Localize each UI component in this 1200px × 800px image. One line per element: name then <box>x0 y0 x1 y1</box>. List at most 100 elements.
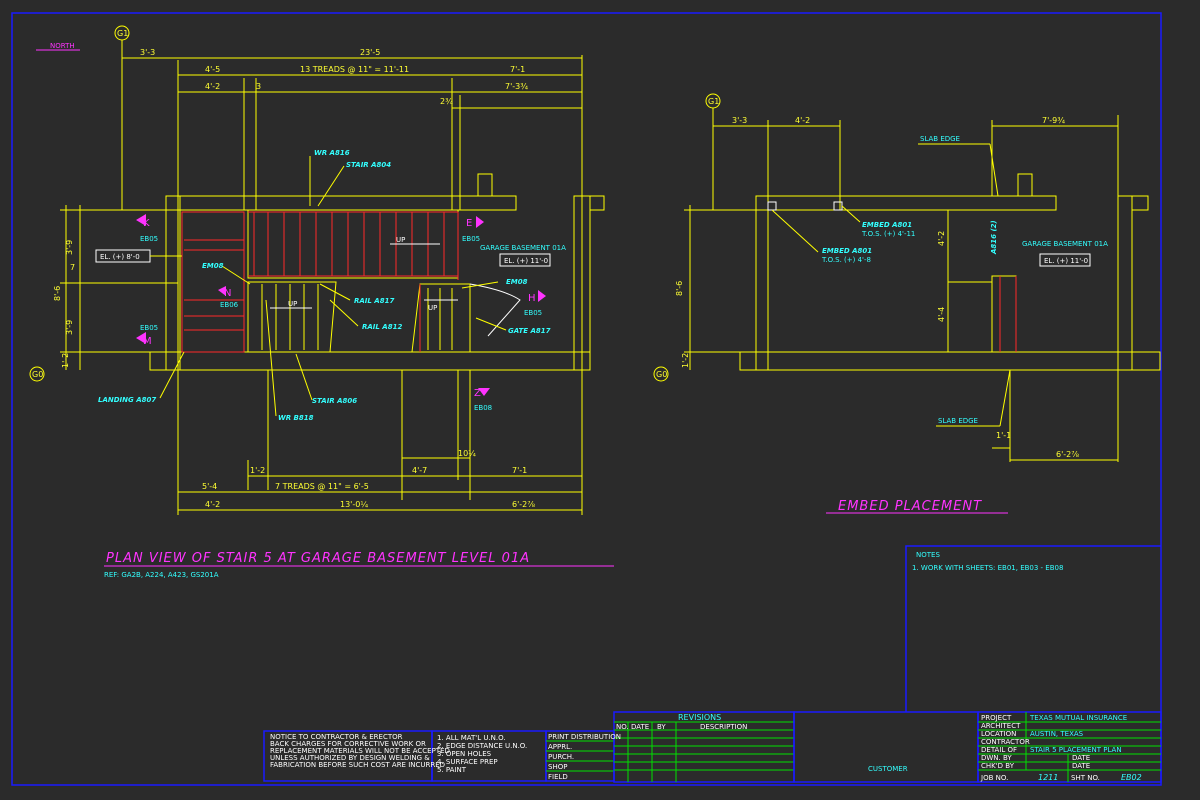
rev-col: DATE <box>631 723 649 731</box>
dim-text: 7'-1 <box>512 466 527 475</box>
sheet-border <box>11 12 1162 786</box>
job-label: JOB NO. <box>980 774 1008 782</box>
callout-landing: LANDING A807 <box>98 396 156 404</box>
job-number: 1211 <box>1038 773 1058 782</box>
embed-placement-view: G1 G0 3'-3 4'-2 7'-9¾ SLAB EDGE 8'-6 1'-… <box>653 93 1161 514</box>
slab-edge-label: SLAB EDGE <box>920 135 960 143</box>
title-block: NOTICE TO CONTRACTOR & ERECTOR BACK CHAR… <box>263 711 1162 783</box>
section-n: N <box>224 288 231 299</box>
elevation-text: EL. (+) 8'-0 <box>100 253 140 261</box>
stair-flight-lower-left: UP <box>247 281 337 353</box>
callout-em: EM08 <box>202 262 224 270</box>
dim-text: 3 <box>256 82 261 91</box>
elevation-tag <box>1039 253 1091 267</box>
dim-text: 4'-5 <box>205 65 220 74</box>
embed-callout: EMBED A801 <box>822 247 872 255</box>
dim-text: 7'-3¾ <box>505 82 528 91</box>
sheet-number: EB02 <box>1121 773 1142 782</box>
embed-title: EMBED PLACEMENT <box>838 499 982 514</box>
callout-rail: RAIL A817 <box>354 297 394 305</box>
north-wall <box>755 195 1057 211</box>
section-ref: EB06 <box>220 301 239 309</box>
notes-heading: NOTES <box>916 551 940 559</box>
up-label: UP <box>428 304 437 312</box>
section-e: E <box>466 218 472 229</box>
north-wall <box>165 195 517 211</box>
dim-text: 7 <box>70 263 75 272</box>
callout-rail: RAIL A812 <box>362 323 402 331</box>
project-value: TEXAS MUTUAL INSURANCE <box>1029 714 1127 722</box>
landing <box>181 211 245 353</box>
field-label: DATE <box>1072 762 1090 770</box>
room-label: GARAGE BASEMENT 01A <box>480 244 566 252</box>
dim-text: 7'-9¾ <box>1042 116 1065 125</box>
spec-line: 1. ALL MAT'L U.N.O. <box>437 734 506 742</box>
grid-bubble-g0-left <box>29 366 45 382</box>
section-z: Z <box>474 388 481 399</box>
field-label: PROJECT <box>981 714 1012 722</box>
section-markers: K EB05 E EB05 N EB06 H EB05 M EB05 Z EB0… <box>136 214 546 412</box>
dim-text: 23'-5 <box>360 48 380 57</box>
plan-title: PLAN VIEW OF STAIR 5 AT GARAGE BASEMENT … <box>106 551 530 566</box>
dist-row: SHOP <box>548 763 567 771</box>
north-arrow: NORTH <box>36 42 80 51</box>
detail-value: STAIR 5 PLACEMENT PLAN <box>1030 746 1122 754</box>
dim-text: 1'-2 <box>681 353 690 368</box>
dim-text: 4'-2 <box>205 82 220 91</box>
notice-line: NOTICE TO CONTRACTOR & ERECTOR <box>270 733 403 741</box>
stair-flight-upper: UP <box>247 209 459 280</box>
customer-label: CUSTOMER <box>868 765 908 773</box>
callouts: WR A816 STAIR A804 EM08 RAIL A817 RAIL A… <box>98 149 551 422</box>
dim-text: 4'-2 <box>205 500 220 509</box>
section-ref: EB05 <box>140 324 158 332</box>
dim-text: 1'-2 <box>61 353 70 368</box>
plan-view: NORTH G1 G0 3'-3 23'-5 4'-5 13 TREADS @ … <box>29 25 614 579</box>
field-label: ARCHITECT <box>981 722 1021 730</box>
dist-row: APPRL. <box>548 743 572 751</box>
section-h: H <box>528 293 536 304</box>
dim-text: 7'-1 <box>510 65 525 74</box>
dim-text: 13 TREADS @ 11" = 11'-11 <box>300 65 409 74</box>
notice-line: FABRICATION BEFORE SUCH COST ARE INCURRE… <box>270 761 445 769</box>
grid-bubble-g0 <box>653 366 669 382</box>
field-label: CHK'D BY <box>981 762 1015 770</box>
dim-text: 3'-9 <box>65 320 74 335</box>
print-distribution-label: PRINT DISTRIBUTION <box>548 733 621 741</box>
sheet-label: SHT NO. <box>1071 774 1100 782</box>
dim-text: 3'-3 <box>140 48 155 57</box>
section-ref: EB05 <box>524 309 542 317</box>
dim-text: 8'-6 <box>675 281 684 296</box>
plan-reference: REF: GA2B, A224, A423, GS201A <box>104 571 219 579</box>
elevation-text: EL. (+) 11'-0 <box>1044 257 1088 265</box>
rev-col: NO. <box>616 723 629 731</box>
callout-stair: STAIR A804 <box>346 161 391 169</box>
embed-callout: A816 (2) <box>990 220 998 255</box>
east-wall <box>573 195 591 371</box>
spec-line: 3. OPEN HOLES <box>437 750 492 758</box>
callout-gate: GATE A817 <box>508 327 551 335</box>
pilaster <box>477 173 493 197</box>
section-m: M <box>143 336 152 347</box>
notes-line: 1. WORK WITH SHEETS: EB01, EB03 - EB08 <box>912 564 1063 572</box>
grid-label: G1 <box>708 97 719 106</box>
dim-text: 10¼ <box>458 449 476 458</box>
rev-col: DESCRIPTION <box>700 723 747 731</box>
embed-tos: T.O.S. (+) 4'-8 <box>821 256 871 264</box>
grid-label: G1 <box>117 29 128 38</box>
slab-edge-label: SLAB EDGE <box>938 417 978 425</box>
elevation-tag <box>499 253 551 267</box>
section-ref: EB05 <box>462 235 480 243</box>
stair-flight-lower-right: UP <box>411 283 521 353</box>
dim-text: 1'-1 <box>996 431 1011 440</box>
up-label: UP <box>396 236 405 244</box>
spec-line: 4. SURFACE PREP <box>437 758 498 766</box>
dim-text: 6'-2⅞ <box>1056 450 1079 459</box>
dim-text: 4'-7 <box>412 466 427 475</box>
embed-tos: T.O.S. (+) 4'-11 <box>861 230 915 238</box>
notes-box: NOTES 1. WORK WITH SHEETS: EB01, EB03 - … <box>905 545 1161 712</box>
section-ref: EB08 <box>474 404 492 412</box>
dim-text: 7 TREADS @ 11" = 6'-5 <box>275 482 369 491</box>
dim-text: 6'-2⅞ <box>512 500 535 509</box>
dim-text: 3'-9 <box>65 240 74 255</box>
